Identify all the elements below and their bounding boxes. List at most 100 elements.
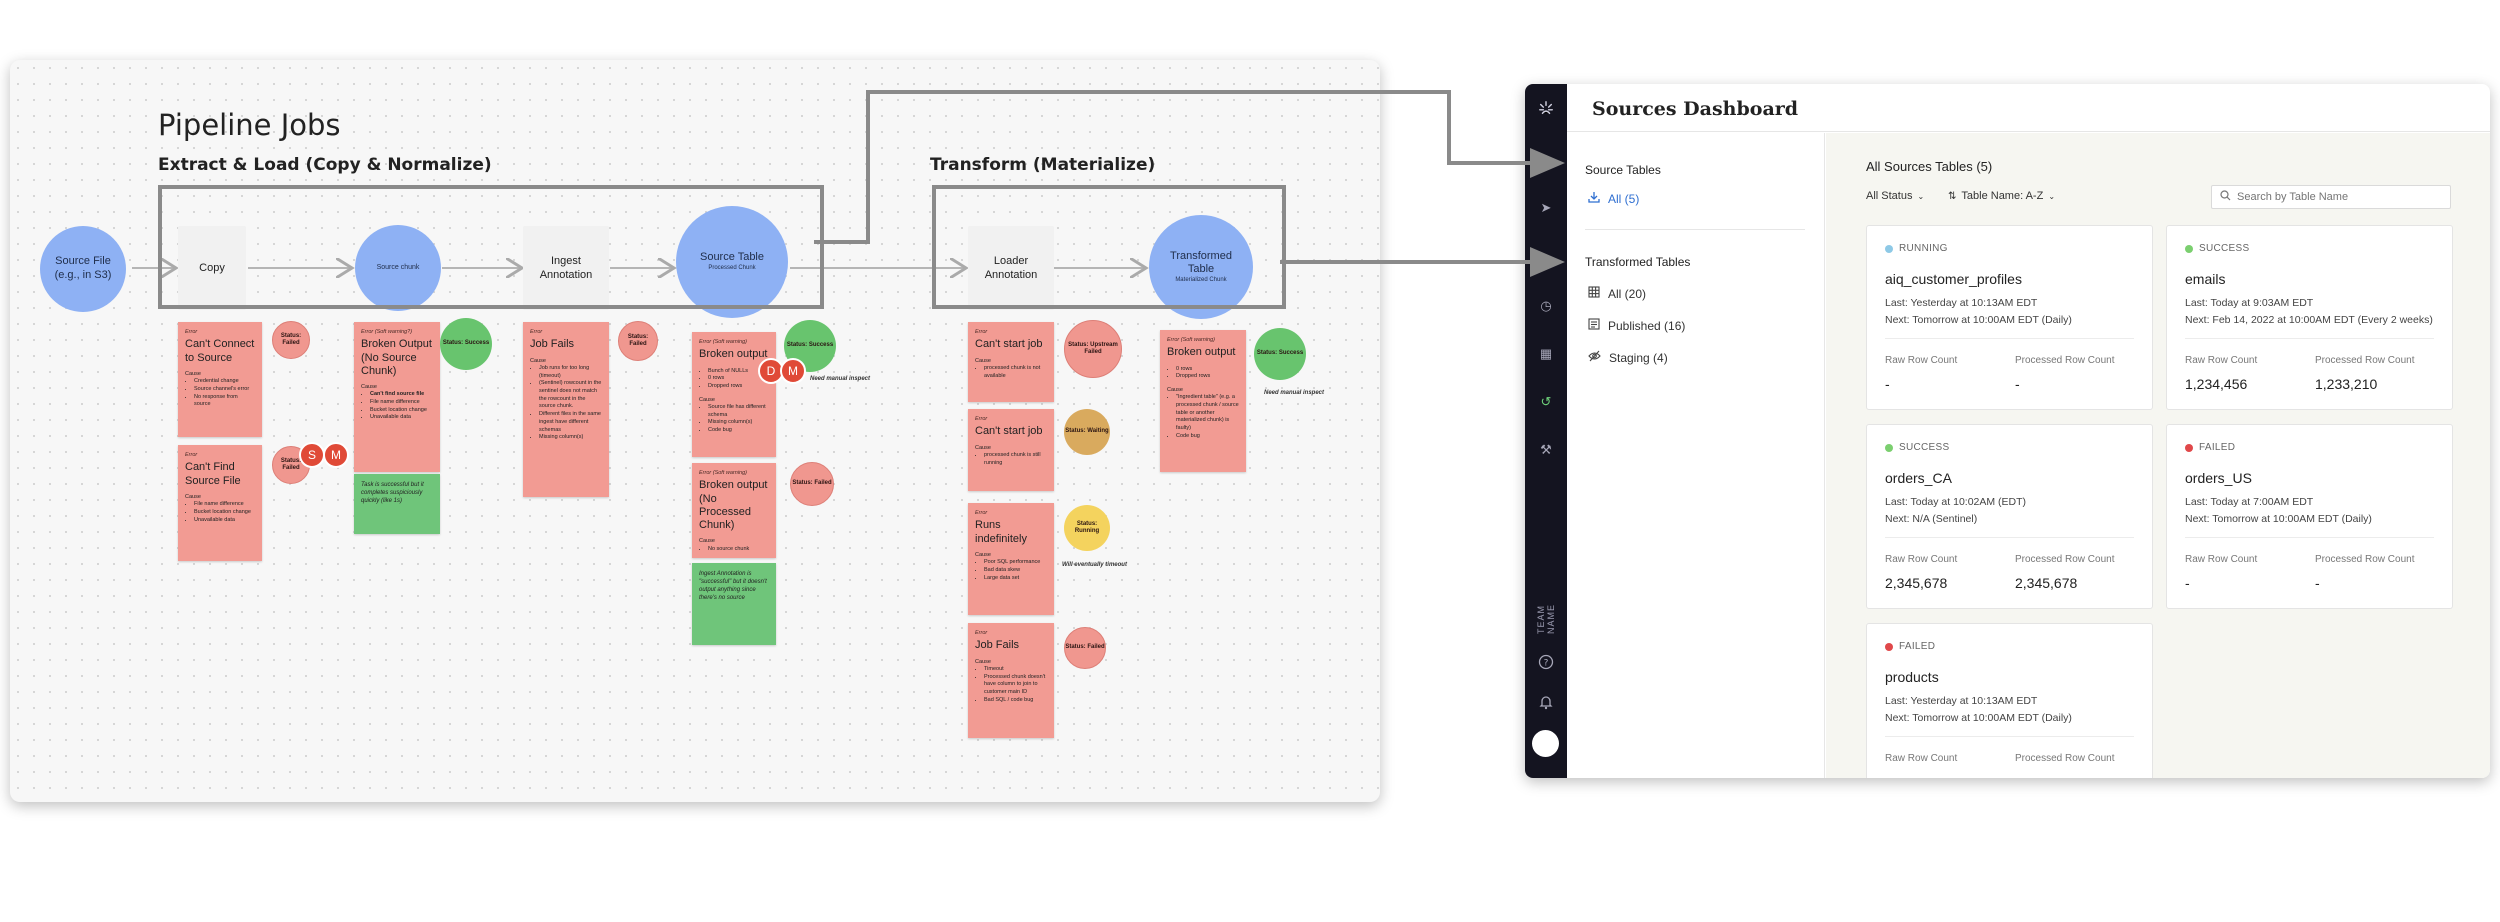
user-avatar[interactable] [1532, 730, 1559, 757]
sticky-cause-item: Missing column(s) [708, 419, 769, 427]
sticky-cant-start-job-2: Error Can't start job Cause processed ch… [968, 409, 1054, 491]
tools-icon[interactable]: ⚒ [1540, 442, 1552, 457]
sticky-cause-item: Credential change [194, 378, 255, 386]
need-manual-inspect-remark: Need manual inspect [1264, 390, 1325, 396]
sticky-cause-item: (Sentinel) rowcount in the sentinel does… [539, 380, 602, 411]
sticky-broken-output-no-source: Error (Soft warning?) Broken Output (No … [354, 322, 440, 472]
status-failed-badge: Status: Failed [790, 462, 834, 506]
table-card-orders-ca[interactable]: SUCCESS orders_CA Last: Today at 10:02AM… [1866, 424, 2153, 609]
status-failed-badge: Status: Failed [618, 321, 658, 361]
status-success-badge: Status: Success [440, 318, 492, 370]
sticky-kind: Error [530, 329, 543, 335]
send-icon[interactable]: ➤ [1540, 200, 1552, 215]
sticky-ingest-annotation-successful: Ingest Annotation is "successful" but it… [692, 563, 776, 645]
sticky-cause-label: Cause [1167, 386, 1183, 393]
sticky-kind: Error (Soft warning) [699, 470, 747, 476]
table-card-orders-us[interactable]: FAILED orders_US Last: Today at 7:00AM E… [2166, 424, 2453, 609]
sticky-broken-output-no-processed: Error (Soft warning) Broken output (No P… [692, 463, 776, 558]
card-table-name: emails [2185, 271, 2226, 287]
sidebar-item-label: Published (16) [1608, 318, 1686, 333]
sticky-cause-item: Source channel's error [194, 386, 255, 394]
sticky-heading: Broken output [699, 348, 768, 361]
sticky-cause-item: processed chunk is not available [984, 365, 1047, 380]
sticky-cant-start-job-1: Error Can't start job Cause processed ch… [968, 322, 1054, 402]
search-box[interactable] [2211, 185, 2451, 209]
processed-row-count-label: Processed Row Count [2315, 355, 2415, 366]
sticky-task-suspicious: Task is successful but it completes susp… [354, 474, 440, 534]
processed-chunk-label: Processed Chunk [708, 265, 756, 272]
need-manual-inspect-remark: Need manual inspect [810, 376, 871, 382]
sticky-kind: Error (Soft warning) [1167, 337, 1215, 343]
processed-row-count-value: - [2015, 376, 2020, 392]
sidebar-item-transformed-all[interactable]: All (20) [1588, 286, 1646, 301]
status-failed-badge: Status: Failed [272, 321, 310, 359]
sticky-heading: Job Fails [975, 639, 1020, 652]
published-icon [1588, 318, 1600, 333]
sticky-cause-item: Code bug [708, 427, 769, 435]
raw-row-count-label: Raw Row Count [1885, 753, 1958, 764]
sort-dropdown[interactable]: ⇅ Table Name: A-Z ⌄ [1948, 190, 2055, 202]
sticky-cause-item: No source chunk [708, 546, 769, 554]
card-last-run: Last: Today at 9:03AM EDT [2185, 297, 2314, 309]
chevron-down-icon: ⌄ [2048, 191, 2056, 201]
status-dot-icon [2185, 443, 2193, 452]
source-chunk-node: Source chunk [355, 225, 441, 311]
sticky-kind: Error (Soft warning) [699, 339, 747, 345]
tables-main: All Sources Tables (5) All Status ⌄ ⇅ Ta… [1826, 133, 2490, 778]
status-filter-dropdown[interactable]: All Status ⌄ [1866, 190, 1924, 202]
search-input[interactable] [2237, 191, 2437, 203]
table-card-products[interactable]: FAILED products Last: Yesterday at 10:13… [1866, 623, 2153, 778]
card-last-run: Last: Today at 7:00AM EDT [2185, 496, 2314, 508]
raw-row-count-label: Raw Row Count [1885, 554, 1958, 565]
sticky-cause-item: Processed chunk doesn't have column to j… [984, 674, 1047, 697]
sticky-cause-label: Cause [975, 551, 991, 558]
card-next-run: Next: Tomorrow at 10:00AM EDT (Daily) [1885, 712, 2072, 724]
sticky-cause-item: Large data set [984, 575, 1047, 583]
sticky-broken-output: Error (Soft warning) Broken output Bunch… [692, 332, 776, 457]
collaborator-avatar: M [780, 358, 806, 384]
card-status: RUNNING [1885, 243, 1948, 254]
sticky-cause-item: Bunch of NULLs [708, 368, 769, 376]
tables-sidebar: Source Tables All (5) Transformed Tables… [1567, 133, 1825, 778]
processed-row-count-value: 2,345,678 [2015, 575, 2078, 591]
sticky-heading: Can't Connect to Source [185, 338, 255, 364]
status-dot-icon [2185, 244, 2193, 253]
table-card-aiq-customer-profiles[interactable]: RUNNING aiq_customer_profiles Last: Yest… [1866, 225, 2153, 410]
ingest-label: Ingest Annotation [539, 254, 593, 281]
sidebar-item-source-all[interactable]: All (5) [1588, 191, 1639, 206]
dashboard-header: Sources Dashboard [1567, 84, 2490, 132]
source-chunk-label: Source chunk [376, 263, 420, 271]
sticky-cause-label: Cause [975, 357, 991, 364]
processed-row-count-label: Processed Row Count [2315, 554, 2415, 565]
transform-section-title: Transform (Materialize) [930, 155, 1156, 175]
status-dot-icon [1885, 642, 1893, 651]
sticky-cause-label: Cause [185, 370, 201, 377]
sticky-cause-item: "Ingredient table" (e.g. a processed chu… [1176, 394, 1239, 432]
nav-rail: ➤ ◷ ▦ ↺ ⚒ TEAM NAME ? [1525, 84, 1567, 778]
materialized-chunk-label: Materialized Chunk [1175, 277, 1227, 283]
sticky-cause-item: Dropped rows [708, 383, 769, 391]
table-icon[interactable]: ▦ [1539, 346, 1553, 361]
sticky-kind: Error [975, 416, 988, 422]
sidebar-item-published[interactable]: Published (16) [1588, 318, 1685, 333]
sidebar-item-staging[interactable]: Staging (4) [1588, 350, 1668, 365]
sticky-kind: Error [975, 630, 988, 636]
clock-icon[interactable]: ◷ [1540, 298, 1552, 313]
bell-icon[interactable] [1538, 694, 1554, 710]
card-table-name: orders_US [2185, 470, 2252, 486]
sticky-cause-item: Unavailable data [370, 414, 433, 422]
logo-icon[interactable] [1538, 100, 1554, 116]
status-success-badge: Status: Success [1254, 328, 1306, 380]
extract-highlight-frame [158, 185, 824, 309]
page-title: Sources Dashboard [1592, 98, 1799, 120]
table-card-emails[interactable]: SUCCESS emails Last: Today at 9:03AM EDT… [2166, 225, 2453, 410]
sticky-kind: Error [185, 452, 198, 458]
sticky-cause-label: Cause [699, 396, 715, 403]
help-icon[interactable]: ? [1538, 654, 1554, 670]
source-table-label: Source Table [699, 251, 764, 264]
status-dot-icon [1885, 244, 1893, 253]
card-status-label: RUNNING [1899, 243, 1948, 254]
sticky-cause-item: Poor SQL performance [984, 559, 1047, 567]
source-file-label: Source File (e.g., in S3) [54, 255, 112, 281]
sources-icon[interactable]: ↺ [1540, 394, 1552, 409]
